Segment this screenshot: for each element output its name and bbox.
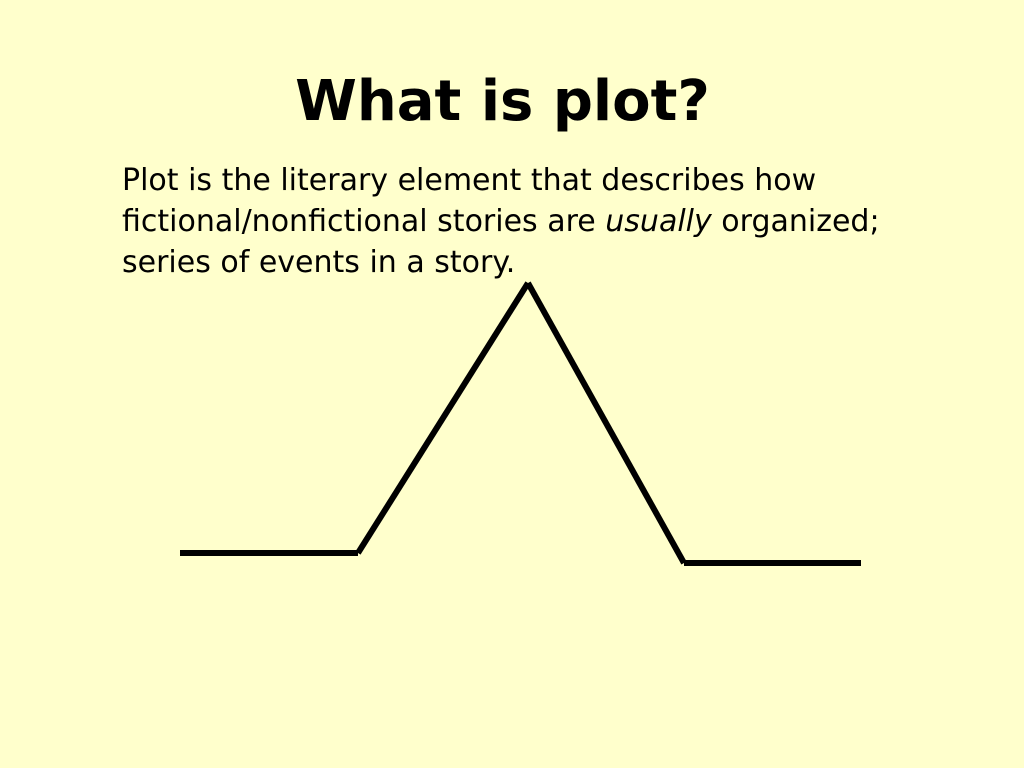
rising-action-line — [355, 281, 531, 555]
definition-line-1: Plot is the literary element that descri… — [122, 163, 817, 198]
definition-text: Plot is the literary element that descri… — [122, 160, 1012, 283]
definition-line-3: series of events in a story. — [122, 245, 516, 280]
falling-action-line — [525, 281, 687, 565]
definition-line-2: fictional/nonfictional stories are usual… — [122, 204, 880, 239]
slide-title: What is plot? — [295, 69, 710, 134]
definition-line-2-end: organized; — [711, 204, 880, 239]
definition-line-2-start: fictional/nonfictional stories are — [122, 204, 606, 239]
emphasis-usually: usually — [605, 204, 712, 239]
